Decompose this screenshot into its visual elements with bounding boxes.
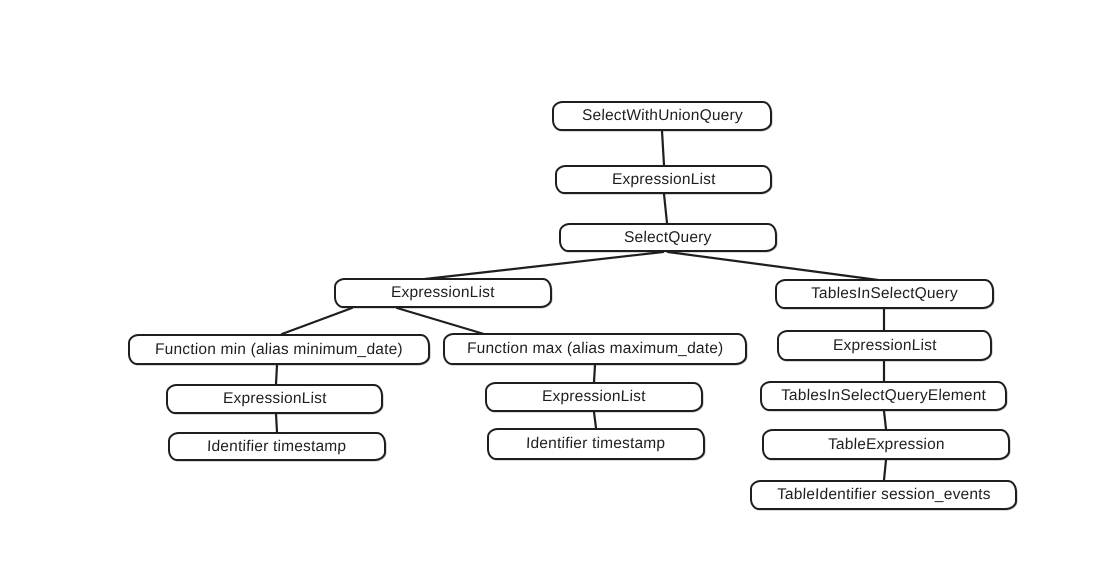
edge-select-query--expression-list-select: [423, 250, 665, 281]
node-label: ExpressionList: [611, 170, 716, 188]
node-label: SelectWithUnionQuery: [581, 107, 743, 124]
node-expression-list-tables[interactable]: ExpressionList: [777, 330, 992, 361]
node-expression-list-min[interactable]: ExpressionList: [166, 384, 383, 414]
node-label: ExpressionList: [832, 336, 937, 354]
edge-expression-list-select--function-max: [395, 306, 486, 336]
node-label: TableExpression: [827, 435, 945, 453]
edge-select-query--tables-in-select-query: [666, 250, 880, 282]
edge-table-expression--table-identifier: [882, 458, 888, 482]
node-identifier-timestamp-min[interactable]: Identifier timestamp: [168, 432, 386, 461]
node-tables-in-select-query-element[interactable]: TablesInSelectQueryElement: [760, 381, 1007, 411]
node-label: Function min (alias minimum_date): [154, 340, 404, 358]
node-label: TablesInSelectQueryElement: [780, 387, 987, 404]
node-expression-list-max[interactable]: ExpressionList: [485, 382, 703, 412]
node-identifier-timestamp-max[interactable]: Identifier timestamp: [487, 428, 705, 460]
edge-select-with-union-query--expression-list-root: [660, 129, 666, 167]
edge-tables-in-select-query-element--table-expression: [882, 409, 888, 431]
node-label: ExpressionList: [222, 390, 327, 407]
edge-expression-list-max--identifier-timestamp-max: [592, 410, 598, 430]
node-function-min[interactable]: Function min (alias minimum_date): [128, 334, 430, 365]
edge-function-min--expression-list-min: [274, 363, 279, 386]
node-label: TableIdentifier session_events: [776, 486, 991, 503]
node-expression-list-select[interactable]: ExpressionList: [334, 278, 552, 308]
node-select-with-union-query[interactable]: SelectWithUnionQuery: [552, 101, 772, 131]
node-tables-in-select-query[interactable]: TablesInSelectQuery: [775, 279, 994, 309]
node-table-expression[interactable]: TableExpression: [762, 429, 1010, 460]
node-table-identifier[interactable]: TableIdentifier session_events: [750, 480, 1017, 510]
node-label: TablesInSelectQuery: [810, 285, 959, 302]
edge-expression-list-root--select-query: [662, 192, 669, 225]
edge-expression-list-select--function-min: [280, 306, 354, 336]
node-label: Identifier timestamp: [526, 435, 666, 452]
node-select-query[interactable]: SelectQuery: [559, 223, 777, 252]
node-label: SelectQuery: [623, 228, 713, 246]
node-expression-list-root[interactable]: ExpressionList: [555, 165, 772, 194]
node-label: Identifier timestamp: [207, 437, 347, 455]
node-label: ExpressionList: [390, 284, 496, 301]
node-label: ExpressionList: [541, 388, 647, 405]
edge-expression-list-min--identifier-timestamp-min: [274, 412, 279, 434]
node-function-max[interactable]: Function max (alias maximum_date): [443, 333, 747, 365]
node-label: Function max (alias maximum_date): [466, 340, 724, 357]
edge-function-max--expression-list-max: [592, 363, 597, 384]
